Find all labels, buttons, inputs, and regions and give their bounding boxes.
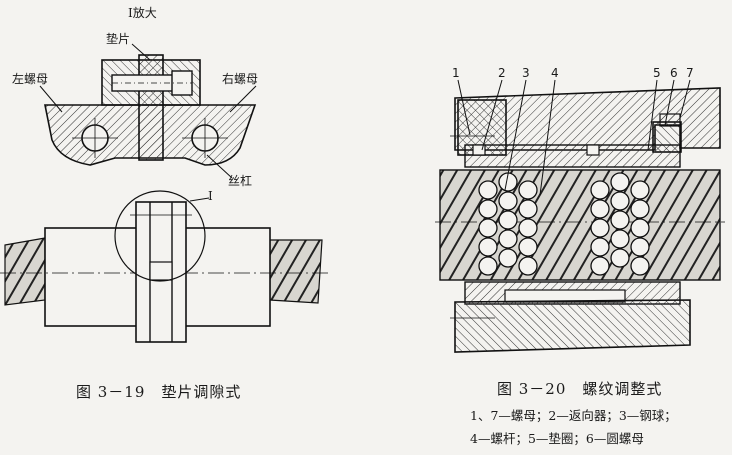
fig19-assembly: [0, 190, 330, 343]
fig19-label-left-nut: 左螺母: [12, 72, 49, 86]
fig20-legend-line1: 1、7—螺母；2—返向器；3—钢球；: [470, 408, 677, 423]
fig20-callout-2: 2: [498, 66, 506, 80]
fig19-detail-title: Ⅰ放大: [128, 6, 157, 20]
fig20-caption: 图 3－20 螺纹调整式: [497, 380, 663, 398]
fig19-label-screw: 丝杠: [228, 174, 253, 188]
fig20-callout-3: 3: [522, 66, 530, 80]
fig19-detail-marker: Ⅰ: [208, 189, 213, 203]
fig20-callout-5: 5: [653, 66, 661, 80]
fig20-drawing: [435, 79, 725, 353]
fig20-callout-1: 1: [452, 66, 460, 80]
fig20-callout-4: 4: [551, 66, 559, 80]
fig19-detail-section: [39, 43, 257, 179]
fig19-label-right-nut: 右螺母: [222, 72, 259, 86]
fig20-callout-6: 6: [670, 66, 678, 80]
fig20-legend-line2: 4—螺杆；5—垫圈；6—圆螺母: [470, 431, 644, 446]
fig19-label-shim: 垫片: [106, 32, 131, 46]
fig19-caption: 图 3－19 垫片调隙式: [76, 383, 242, 401]
fig20-callout-7: 7: [686, 66, 694, 80]
